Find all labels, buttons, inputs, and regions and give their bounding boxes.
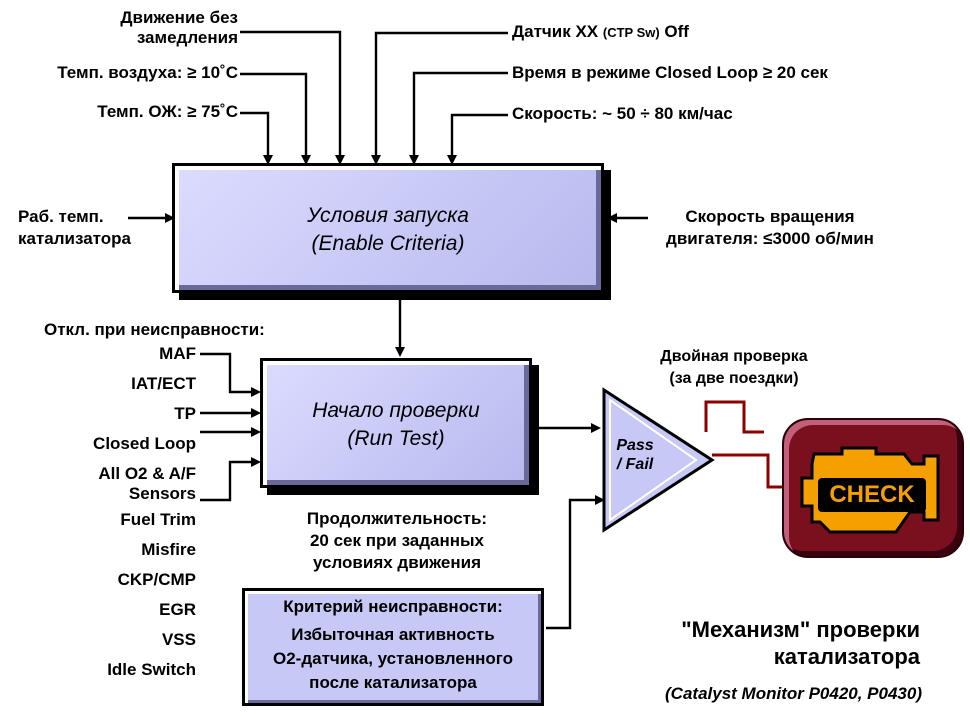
condition-catalyst-temp: Раб. темп. катализатора <box>18 207 131 248</box>
arrow-coolant <box>240 111 273 165</box>
run-title: Начало проверки <box>312 399 480 422</box>
enable-subtitle: (Enable Criteria) <box>311 232 465 255</box>
disable-list-title: Откл. при неисправности: <box>44 320 265 339</box>
condition-engine-rpm: Скорость вращения двигателя: ≤3000 об/ми… <box>666 207 874 248</box>
disable-item-maf: MAF <box>159 344 196 363</box>
fault-criteria-title: Критерий неисправности: <box>283 597 503 616</box>
disable-item-tp: TP <box>174 404 196 423</box>
enable-title: Условия запуска <box>307 204 469 227</box>
arrow-motion <box>240 30 345 165</box>
condition-speed: Скорость: ~ 50 ÷ 80 км/час <box>512 104 733 123</box>
signal-check-output <box>712 453 784 489</box>
pass-fail-gate <box>602 387 715 533</box>
check-label: CHECK <box>829 481 915 508</box>
disable-item-iat-ect: IAT/ECT <box>131 374 196 393</box>
double-check-label: Двойная проверка (за две поездки) <box>660 348 808 387</box>
disable-item-misfire: Misfire <box>141 540 196 559</box>
arrow-sensors <box>200 457 261 502</box>
pass-fail-label: Pass / Fail <box>616 437 654 473</box>
disable-item-fuel-trim: Fuel Trim <box>120 510 196 529</box>
condition-idle-switch: Датчик XX (CTP Sw) Off <box>512 22 689 41</box>
arrow-closed-loop-time <box>409 71 508 165</box>
check-engine-panel: CHECK <box>782 418 964 558</box>
footer-subtitle: (Catalyst Monitor P0420, P0430) <box>665 684 922 703</box>
arrow-speed <box>447 113 508 165</box>
signal-double-check <box>704 400 764 434</box>
check-label-plate <box>818 478 926 512</box>
test-duration: Продолжительность: 20 сек при заданных у… <box>306 509 488 572</box>
condition-closed-loop-time: Время в режиме Closed Loop ≥ 20 сек <box>512 63 828 82</box>
enable-criteria-box: Условия запуска (Enable Criteria) <box>172 163 604 293</box>
condition-air-temp: Темп. воздуха: ≥ 10˚C <box>57 63 238 82</box>
disable-item-sensors: All O2 & A/F Sensors <box>98 464 196 503</box>
arrow-air-temp <box>240 72 311 165</box>
disable-list: MAF IAT/ECT TP Closed Loop All O2 & A/F … <box>40 344 196 690</box>
condition-coolant-temp: Темп. ОЖ: ≥ 75˚C <box>97 102 238 121</box>
run-subtitle: (Run Test) <box>347 427 445 450</box>
fault-criteria-text: Избыточная активность О2-датчика, устано… <box>273 625 513 692</box>
run-test-box: Начало проверки (Run Test) <box>260 358 532 488</box>
disable-item-ckp-cmp: CKP/CMP <box>117 570 196 589</box>
fault-criteria-box: Критерий неисправности: Избыточная актив… <box>242 588 544 706</box>
disable-item-vss: VSS <box>161 630 196 649</box>
disable-item-egr: EGR <box>159 600 196 619</box>
arrow-idle-switch <box>371 31 508 165</box>
footer-title: "Механизм" проверки катализатора <box>681 617 920 669</box>
arrow-maf <box>200 352 261 397</box>
arrow-criteria-to-gate <box>546 495 605 630</box>
disable-item-idle-switch: Idle Switch <box>107 660 196 679</box>
condition-motion: Движение без замедления <box>120 8 238 47</box>
disable-item-closed-loop: Closed Loop <box>93 434 196 453</box>
